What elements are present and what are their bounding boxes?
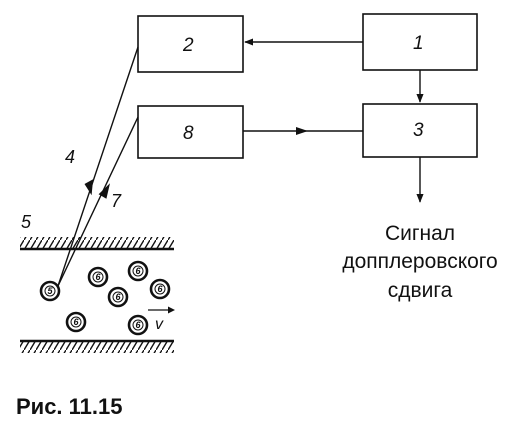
vessel-wall-top	[20, 237, 174, 251]
block-1-label: 1	[413, 33, 424, 54]
blood-cell: 6	[87, 266, 109, 288]
label-5: 5	[21, 212, 32, 232]
block-1: 1	[362, 13, 478, 71]
label-4: 4	[65, 147, 75, 167]
blood-cell-label: 6	[135, 320, 141, 330]
blood-cell-label: 6	[95, 272, 101, 282]
signal-line-3: сдвига	[388, 279, 453, 302]
blood-cell: 5	[39, 280, 61, 302]
blood-cell: 6	[107, 286, 129, 308]
signal-line-2: допплеровского	[342, 250, 497, 273]
block-8: 8	[137, 105, 244, 159]
beam-7-receive	[57, 116, 139, 287]
blood-cell: 6	[149, 278, 171, 300]
blood-cell: 6	[127, 314, 149, 336]
blood-cell: 6	[65, 311, 87, 333]
label-7: 7	[111, 191, 122, 211]
blood-cell-label: 6	[157, 284, 163, 294]
velocity-label: v	[155, 316, 164, 333]
blood-cells: 5 6 6 6 6 6 6	[39, 260, 171, 336]
blood-cell-label: 6	[73, 317, 79, 327]
signal-line-1: Сигнал	[385, 222, 455, 245]
velocity-vector: v	[148, 306, 175, 333]
block-2: 2	[137, 15, 244, 73]
block-2-label: 2	[182, 35, 194, 56]
blood-cell-label: 5	[47, 286, 53, 296]
blood-cell-label: 6	[135, 266, 141, 276]
vessel-wall-bottom	[20, 339, 174, 353]
figure-caption: Рис. 11.15	[16, 394, 123, 419]
block-3: 3	[362, 103, 478, 158]
blood-cell: 6	[127, 260, 149, 282]
block-3-label: 3	[413, 120, 424, 141]
arrow-8-to-3	[243, 127, 363, 135]
block-8-label: 8	[183, 123, 194, 144]
blood-cell-label: 6	[115, 292, 121, 302]
